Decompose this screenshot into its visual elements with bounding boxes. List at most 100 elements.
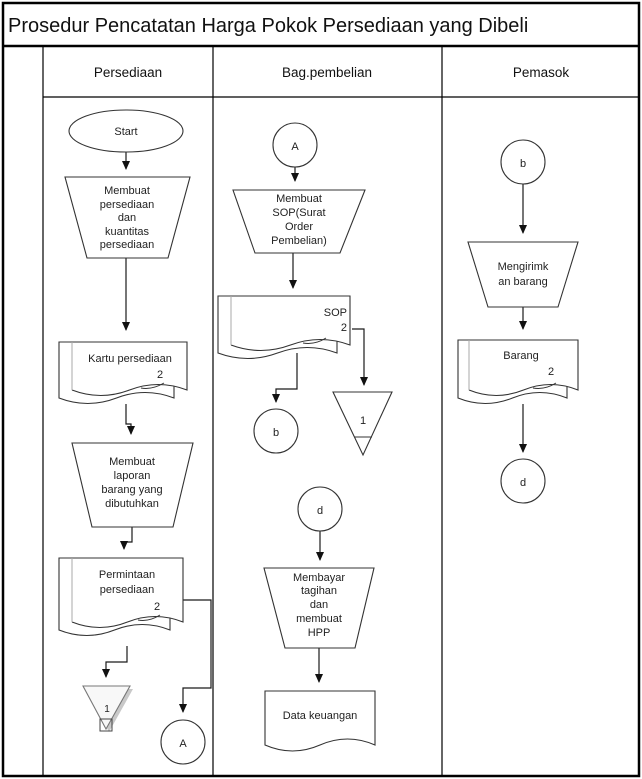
file-tip-box	[99, 718, 113, 732]
connector-label: A	[179, 738, 187, 750]
op-line: persediaan	[100, 199, 154, 211]
connector-label: b	[273, 427, 279, 439]
op-line: barang yang	[101, 484, 162, 496]
document-label: Data keuangan	[283, 710, 358, 722]
document-copy-number: 2	[154, 601, 160, 613]
manual-op-shape	[263, 567, 375, 649]
document-front-fill	[72, 558, 183, 628]
column-header-bag-pembelian: Bag.pembelian	[282, 65, 372, 80]
terminator-start: Start	[68, 109, 184, 153]
op-line: dan	[310, 599, 328, 611]
page-title: Prosedur Pencatatan Harga Pokok Persedia…	[8, 15, 528, 37]
connector-circle	[500, 458, 546, 504]
op-line: membuat	[296, 613, 342, 625]
connector-label: d	[317, 505, 323, 517]
op-line: kuantitas	[105, 226, 150, 238]
manual-op-membayar-tagihan: Membayar tagihan dan membuat HPP	[263, 567, 375, 649]
manual-op-shape	[71, 442, 194, 528]
file-number: 1	[360, 415, 366, 427]
document-label: Permintaan	[99, 569, 155, 581]
document-label: Kartu persediaan	[88, 353, 172, 365]
connector-a-left: A	[160, 719, 206, 765]
connector-label: A	[291, 141, 299, 153]
op-line: laporan	[114, 470, 151, 482]
offline-storage-file-1-mid: 1	[332, 391, 393, 457]
document-front-fill	[231, 296, 350, 351]
op-line: dan	[118, 212, 136, 224]
op-line: an barang	[498, 276, 548, 288]
connector-d-mid: d	[297, 486, 343, 532]
lane-pemasok: b Mengirimk an barang Barang 2 d	[457, 139, 579, 504]
arrow-kartu-to-op2	[125, 404, 135, 435]
connector-circle	[253, 408, 299, 454]
op-line: tagihan	[301, 585, 337, 597]
manual-op-shape	[64, 176, 191, 259]
document-curl	[137, 614, 161, 621]
connector-b-right: b	[500, 139, 546, 185]
document-copy-number: 2	[157, 369, 163, 381]
manual-op-membuat-sop: Membuat SOP(Surat Order Pembelian)	[232, 189, 366, 254]
file-number: 1	[104, 704, 110, 715]
connector-label: b	[520, 158, 526, 170]
document-front-outline	[468, 339, 579, 397]
manual-op-shape	[467, 241, 579, 308]
file-triangle	[332, 391, 393, 457]
op-line: persediaan	[100, 239, 154, 251]
connector-b-mid: b	[253, 408, 299, 454]
manual-op-mengirimkan-barang: Mengirimk an barang	[467, 241, 579, 308]
flow-arrows	[102, 152, 527, 713]
connector-circle	[272, 122, 318, 168]
document-data-keuangan: Data keuangan	[264, 690, 376, 752]
op-line: SOP(Surat	[272, 207, 325, 219]
document-front-fill	[469, 340, 578, 396]
connector-a-mid: A	[272, 122, 318, 168]
document-copy-number: 2	[548, 366, 554, 378]
start-label: Start	[114, 126, 137, 138]
op-line: HPP	[308, 627, 331, 639]
arrow-op2-to-permintaan	[120, 527, 133, 550]
arrow-permintaan-to-file	[102, 646, 128, 678]
op-line: Order	[285, 221, 313, 233]
op-line: Membuat	[104, 185, 150, 197]
op-line: Mengirimk	[498, 261, 549, 273]
document-label: SOP	[324, 307, 347, 319]
column-header-pemasok: Pemasok	[513, 65, 570, 80]
arrow-sop-to-connector-b	[272, 353, 298, 403]
file-triangle	[82, 685, 131, 731]
manual-op-shape	[232, 189, 366, 254]
op-line: Membayar	[293, 572, 345, 584]
document-curl	[302, 337, 327, 344]
offline-storage-file-1-left: 1	[82, 685, 133, 732]
document-sop: SOP 2	[217, 295, 351, 360]
document-permintaan-persediaan: Permintaan persediaan 2	[58, 557, 184, 637]
document-label: Barang	[503, 350, 538, 362]
lane-bag-pembelian: A Membuat SOP(Surat Order Pembelian) SOP…	[217, 122, 393, 752]
lane-persediaan: Start Membuat persediaan dan kuantitas p…	[58, 109, 206, 765]
column-header-persediaan: Persediaan	[94, 65, 162, 80]
document-front-outline	[230, 295, 351, 352]
document-label: persediaan	[100, 584, 154, 596]
manual-op-membuat-laporan: Membuat laporan barang yang dibutuhkan	[71, 442, 194, 528]
connector-circle	[297, 486, 343, 532]
document-curl	[532, 382, 557, 389]
document-curl	[140, 382, 165, 389]
arrow-permintaan-to-connector-a	[179, 599, 212, 713]
document-barang: Barang 2	[457, 339, 579, 405]
op-line: Membuat	[109, 456, 155, 468]
document-front-fill	[72, 342, 187, 396]
op-line: Pembelian)	[271, 235, 327, 247]
connector-d-right: d	[500, 458, 546, 504]
manual-op-membuat-persediaan: Membuat persediaan dan kuantitas persedi…	[64, 176, 191, 259]
op-line: Membuat	[276, 193, 322, 205]
arrow-sop-to-file	[352, 328, 368, 386]
start-terminator-shape	[68, 109, 184, 153]
document-kartu-persediaan: Kartu persediaan 2	[58, 341, 188, 405]
op-line: dibutuhkan	[105, 498, 159, 510]
connector-label: d	[520, 477, 526, 489]
connector-circle	[500, 139, 546, 185]
connector-circle	[160, 719, 206, 765]
